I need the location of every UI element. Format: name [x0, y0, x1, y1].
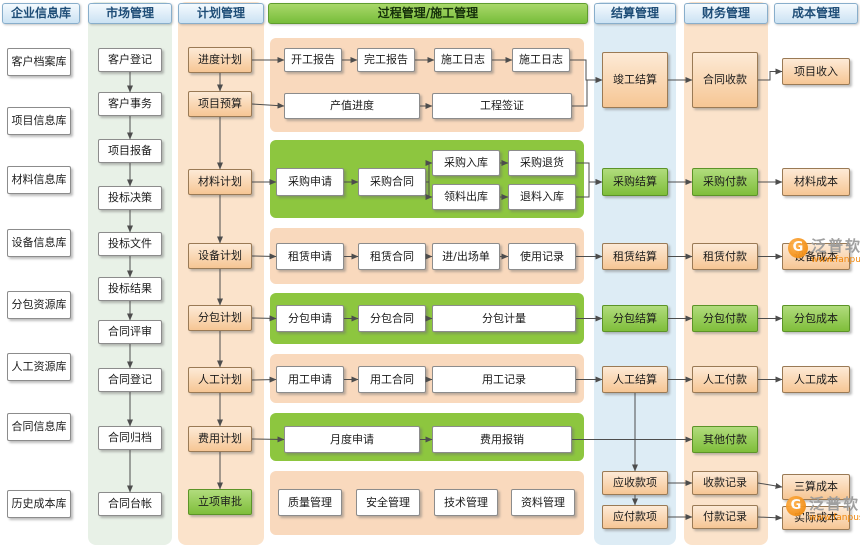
node-subcontract-resource: 分包资源库	[7, 291, 71, 319]
node-subcontract-measure: 分包计量	[432, 305, 576, 332]
node-labor-pay: 人工付款	[692, 366, 758, 393]
node-purchase-request: 采购申请	[276, 168, 344, 196]
node-quality-mgmt: 质量管理	[278, 489, 342, 516]
node-equipment-info: 设备信息库	[7, 229, 71, 257]
node-purchase-inbound: 采购入库	[432, 150, 500, 176]
node-subcontract-cost: 分包成本	[782, 305, 850, 332]
node-labor-resource: 人工资源库	[7, 353, 71, 381]
watermark-badge: G 泛普软件 www.fanpusoft.com	[788, 237, 860, 266]
node-project-approval: 立项审批	[188, 489, 252, 515]
node-completion-report: 完工报告	[357, 48, 415, 72]
fanpu-logo-icon: G	[786, 496, 806, 516]
node-return-inbound: 退料入库	[508, 184, 576, 210]
node-start-report: 开工报告	[284, 48, 342, 72]
node-bid-document: 投标文件	[98, 232, 162, 256]
node-purchase-return: 采购退货	[508, 150, 576, 176]
node-contract-receipt: 合同收款	[692, 52, 758, 108]
node-customer-register: 客户登记	[98, 48, 162, 72]
node-safety-mgmt: 安全管理	[356, 489, 420, 516]
node-customer-archive: 客户档案库	[7, 48, 71, 76]
node-construction-log-1: 施工日志	[434, 48, 492, 72]
node-subcontract-request: 分包申请	[276, 305, 344, 332]
node-subcontract-plan: 分包计划	[188, 305, 252, 331]
node-contract-archive: 合同归档	[98, 426, 162, 450]
node-purchase-contract: 采购合同	[358, 168, 426, 196]
column-header-process-mgmt: 过程管理/施工管理	[268, 3, 588, 24]
node-expense-claim: 费用报销	[432, 426, 572, 453]
node-tech-mgmt: 技术管理	[434, 489, 498, 516]
column-header-enterprise-info: 企业信息库	[2, 3, 80, 24]
node-purchase-settle: 采购结算	[602, 168, 668, 196]
node-labor-request: 用工申请	[276, 366, 344, 393]
node-labor-record: 用工记录	[432, 366, 576, 393]
node-usage-record: 使用记录	[508, 243, 576, 270]
node-subcontract-pay: 分包付款	[692, 305, 758, 332]
node-monthly-request: 月度申请	[284, 426, 420, 453]
node-payment-record: 付款记录	[692, 505, 758, 529]
column-header-plan-mgmt: 计划管理	[178, 3, 264, 24]
node-project-income: 项目收入	[782, 58, 850, 85]
node-lease-request: 租赁申请	[276, 243, 344, 270]
market-column-band	[88, 2, 172, 545]
watermark-url-text: www.fanpusoft.com	[809, 513, 860, 524]
node-bid-result: 投标结果	[98, 277, 162, 301]
node-history-cost: 历史成本库	[7, 490, 71, 518]
node-contract-review: 合同评审	[98, 320, 162, 344]
node-purchase-pay: 采购付款	[692, 168, 758, 196]
node-contract-ledger: 合同台帐	[98, 492, 162, 516]
node-schedule-plan: 进度计划	[188, 47, 252, 73]
node-completion-settle: 竣工结算	[602, 52, 668, 108]
node-material-plan: 材料计划	[188, 169, 252, 195]
fanpu-logo-icon: G	[788, 238, 808, 258]
node-equipment-plan: 设备计划	[188, 243, 252, 269]
node-output-progress: 产值进度	[284, 93, 420, 119]
node-material-info: 材料信息库	[7, 166, 71, 194]
node-project-info: 项目信息库	[7, 107, 71, 135]
plan-column-band	[178, 2, 264, 545]
column-header-settle-mgmt: 结算管理	[594, 3, 676, 24]
node-labor-settle: 人工结算	[602, 366, 668, 393]
node-labor-contract: 用工合同	[358, 366, 426, 393]
watermark-url-text: www.fanpusoft.com	[811, 255, 860, 266]
watermark-brand-text: 泛普软件	[811, 237, 860, 255]
watermark-badge: G 泛普软件 www.fanpusoft.com	[786, 495, 860, 524]
node-customer-affairs: 客户事务	[98, 92, 162, 116]
node-expense-plan: 费用计划	[188, 426, 252, 452]
node-subcontract-settle: 分包结算	[602, 305, 668, 332]
node-construction-log-2: 施工日志	[512, 48, 570, 72]
node-contract-info: 合同信息库	[7, 413, 71, 441]
node-tri-calc-cost: 三算成本	[782, 474, 850, 500]
column-header-finance-mgmt: 财务管理	[684, 3, 768, 24]
node-lease-pay: 租赁付款	[692, 243, 758, 270]
node-receivable: 应收款项	[602, 471, 668, 495]
node-other-pay: 其他付款	[692, 426, 758, 453]
column-header-cost-mgmt: 成本管理	[774, 3, 858, 24]
node-labor-cost: 人工成本	[782, 366, 850, 393]
node-document-mgmt: 资料管理	[511, 489, 575, 516]
node-project-filing: 项目报备	[98, 139, 162, 163]
column-header-market-mgmt: 市场管理	[88, 3, 172, 24]
node-bid-decision: 投标决策	[98, 186, 162, 210]
node-material-outbound: 领料出库	[432, 184, 500, 210]
node-receipt-record: 收款记录	[692, 471, 758, 495]
node-engineering-visa: 工程签证	[432, 93, 572, 119]
node-lease-settle: 租赁结算	[602, 243, 668, 270]
node-material-cost: 材料成本	[782, 168, 850, 196]
node-lease-contract: 租赁合同	[358, 243, 426, 270]
node-project-budget: 项目预算	[188, 91, 252, 117]
node-subcontract-contract: 分包合同	[358, 305, 426, 332]
watermark-brand-text: 泛普软件	[809, 495, 860, 513]
node-payable: 应付款项	[602, 505, 668, 529]
node-inout-form: 进/出场单	[432, 243, 500, 270]
node-labor-plan: 人工计划	[188, 367, 252, 393]
node-contract-register: 合同登记	[98, 368, 162, 392]
